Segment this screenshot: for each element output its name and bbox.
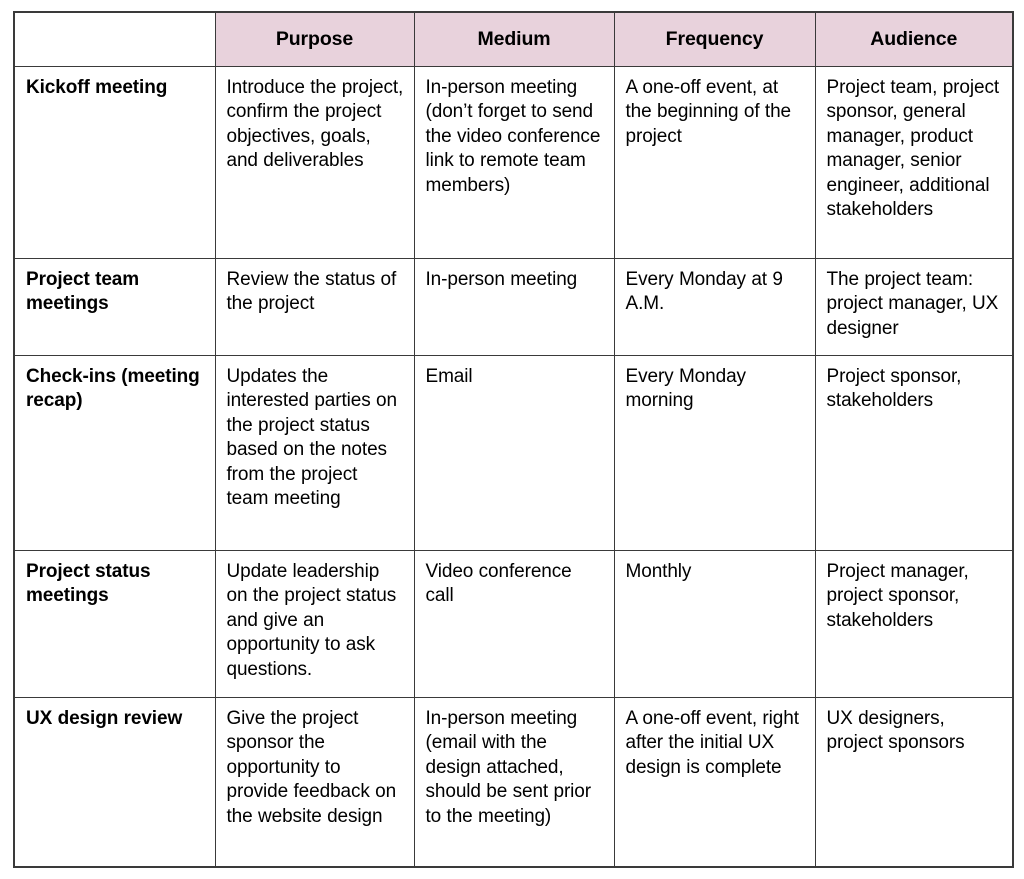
header-cell-frequency: Frequency	[613, 11, 816, 67]
cell-purpose-project-status-meetings: Update leadership on the project status …	[214, 549, 415, 698]
header-cell-audience: Audience	[814, 11, 1014, 67]
cell-audience-check-ins: Project sponsor, stakeholders	[814, 354, 1014, 551]
header-cell-medium: Medium	[413, 11, 615, 67]
header-cell-purpose: Purpose	[214, 11, 415, 67]
cell-medium-project-status-meetings: Video conference call	[413, 549, 615, 698]
communication-plan-table: Purpose Medium Frequency Audience Kickof…	[13, 11, 1014, 868]
table-row: Kickoff meeting Introduce the project, c…	[13, 65, 1014, 259]
cell-audience-kickoff-meeting: Project team, project sponsor, general m…	[814, 65, 1014, 259]
cell-medium-project-team-meetings: In-person meeting	[413, 257, 615, 356]
cell-frequency-kickoff-meeting: A one-off event, at the beginning of the…	[613, 65, 816, 259]
table-row: Project team meetings Review the status …	[13, 257, 1014, 356]
header-cell-corner	[13, 11, 216, 67]
cell-purpose-project-team-meetings: Review the status of the project	[214, 257, 415, 356]
cell-frequency-project-status-meetings: Monthly	[613, 549, 816, 698]
cell-audience-project-status-meetings: Project manager, project sponsor, stakeh…	[814, 549, 1014, 698]
cell-medium-ux-design-review: In-person meeting (email with the design…	[413, 696, 615, 868]
cell-purpose-check-ins: Updates the interested parties on the pr…	[214, 354, 415, 551]
table-row: Project status meetings Update leadershi…	[13, 549, 1014, 698]
cell-frequency-ux-design-review: A one-off event, right after the initial…	[613, 696, 816, 868]
cell-purpose-ux-design-review: Give the project sponsor the opportunity…	[214, 696, 415, 868]
row-label-ux-design-review: UX design review	[13, 696, 216, 868]
cell-audience-project-team-meetings: The project team: project manager, UX de…	[814, 257, 1014, 356]
row-label-check-ins: Check-ins (meeting recap)	[13, 354, 216, 551]
cell-purpose-kickoff-meeting: Introduce the project, confirm the proje…	[214, 65, 415, 259]
row-label-project-team-meetings: Project team meetings	[13, 257, 216, 356]
communication-plan-table-container: Purpose Medium Frequency Audience Kickof…	[13, 11, 1014, 868]
table-header-row: Purpose Medium Frequency Audience	[13, 11, 1014, 67]
table-row: UX design review Give the project sponso…	[13, 696, 1014, 868]
row-label-project-status-meetings: Project status meetings	[13, 549, 216, 698]
cell-frequency-check-ins: Every Monday morning	[613, 354, 816, 551]
cell-audience-ux-design-review: UX designers, project sponsors	[814, 696, 1014, 868]
row-label-kickoff-meeting: Kickoff meeting	[13, 65, 216, 259]
cell-medium-kickoff-meeting: In-person meeting (don’t forget to send …	[413, 65, 615, 259]
table-row: Check-ins (meeting recap) Updates the in…	[13, 354, 1014, 551]
cell-frequency-project-team-meetings: Every Monday at 9 A.M.	[613, 257, 816, 356]
cell-medium-check-ins: Email	[413, 354, 615, 551]
